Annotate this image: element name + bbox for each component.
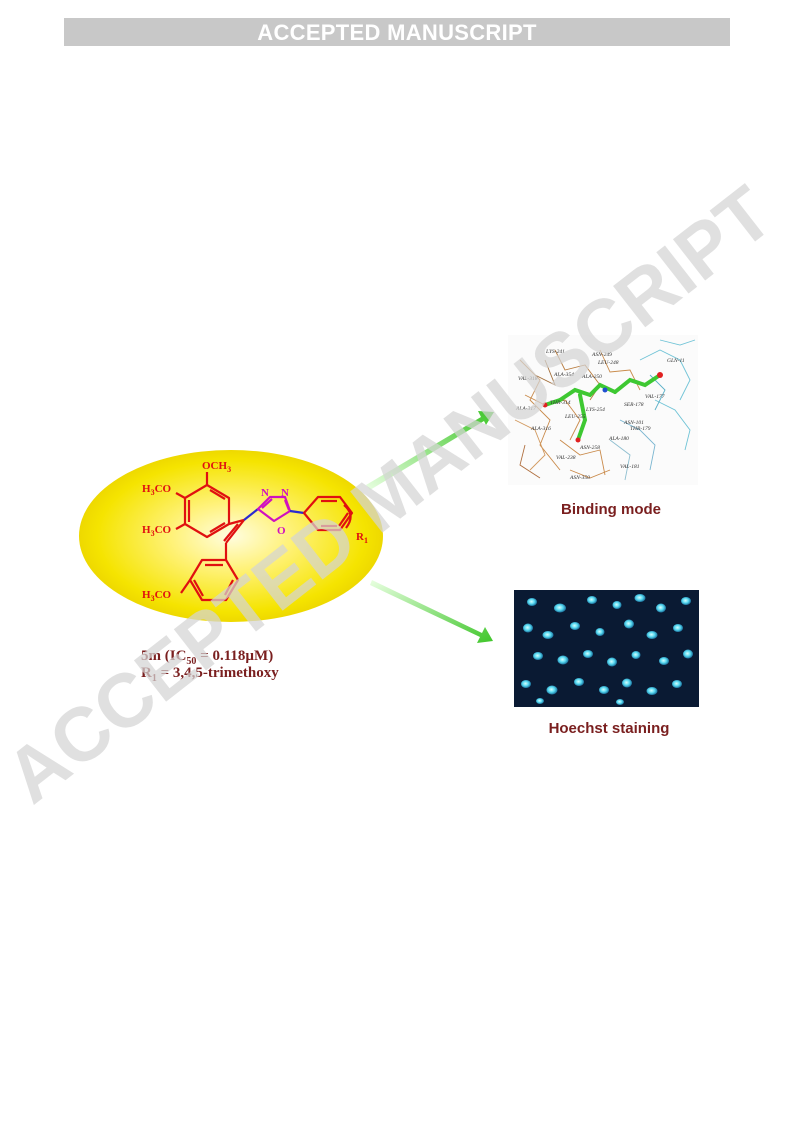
residue-label: THR-314: [550, 399, 571, 406]
residue-label: GLN-11: [667, 358, 685, 364]
residue-label: ASN-249: [591, 351, 612, 358]
oxadiazole-n1-label: N: [261, 487, 269, 499]
binding-mode-caption: Binding mode: [561, 501, 661, 518]
residue-label: LYS-241: [545, 348, 565, 355]
residue-label: ALA-180: [608, 436, 629, 442]
residue-label: ALA-316: [530, 426, 551, 432]
residue-label: ALA-317: [515, 406, 536, 412]
residue-label: ASN-258: [579, 445, 600, 451]
h3co-label-2: H3CO: [142, 524, 172, 538]
accepted-manuscript-banner: ACCEPTED MANUSCRIPT: [64, 18, 730, 46]
residue-label: ASN-350: [569, 475, 590, 481]
residue-label: VAL-318: [518, 376, 538, 382]
molecule-structure: [175, 472, 354, 602]
residue-label: LEU-248: [597, 359, 619, 366]
oxadiazole-n2-label: N: [281, 487, 289, 499]
binding-mode-image: LYS-241 ASN-249 LEU-248 ALA-354 ALA-250 …: [508, 335, 698, 485]
residue-label: SER-178: [624, 402, 644, 408]
arrow-to-hoechst: [370, 580, 493, 643]
residue-label: VAL-177: [645, 394, 665, 400]
compound-r1-label: R1 = 3,4,5-trimethoxy: [141, 665, 279, 684]
residue-label: VAL-238: [556, 455, 576, 461]
residue-label: ALA-250: [581, 374, 602, 380]
oxadiazole-o-label: O: [277, 525, 286, 537]
hoechst-staining-caption: Hoechst staining: [549, 720, 670, 737]
hoechst-staining-image: [514, 590, 699, 707]
residue-label: ALA-354: [553, 371, 574, 378]
och3-label: OCH3: [202, 460, 231, 474]
residue-label: LEU-255: [564, 414, 586, 420]
residue-label: VAL-181: [620, 464, 640, 470]
residue-label: LYS-254: [585, 406, 605, 413]
h3co-label-3: H3CO: [142, 589, 172, 603]
h3co-label-1: H3CO: [142, 483, 172, 497]
arrow-to-binding-mode: [366, 411, 494, 490]
banner-text: ACCEPTED MANUSCRIPT: [257, 20, 537, 45]
residue-label: ASN-101: [623, 420, 644, 426]
r1-label: R1: [356, 531, 368, 545]
residue-label: THR-179: [630, 426, 651, 432]
compound-ic50-label: 5m (IC50 = 0.118µM): [141, 648, 273, 667]
